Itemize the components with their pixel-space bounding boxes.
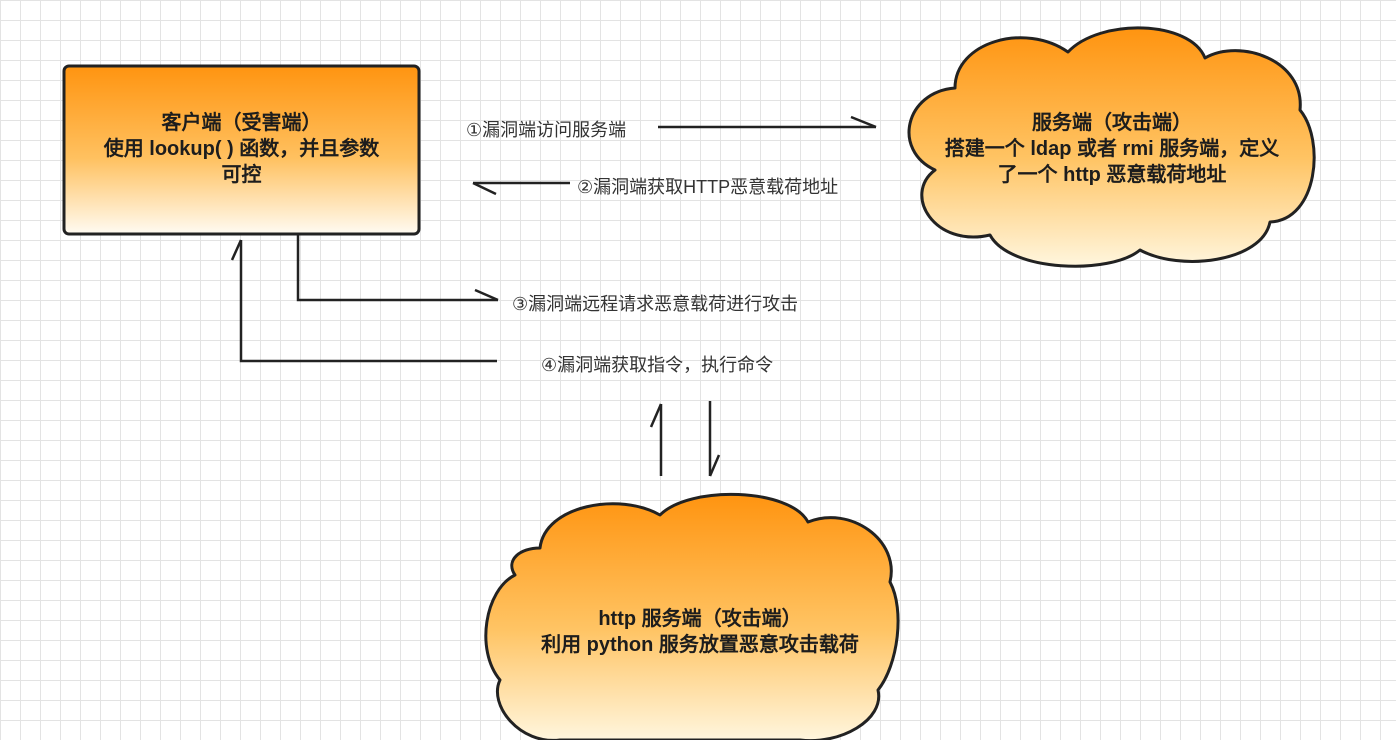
edge-step3-arrow xyxy=(296,234,499,302)
client-box-text: 客户端（受害端） 使用 lookup( ) 函数，并且参数 可控 xyxy=(64,110,419,188)
http-server-cloud-text: http 服务端（攻击端） 利用 python 服务放置恶意攻击载荷 xyxy=(490,606,910,658)
http-server-desc: 利用 python 服务放置恶意攻击载荷 xyxy=(541,634,859,656)
edge-step2-arrow xyxy=(472,181,570,196)
server-desc-line2: 了一个 http 恶意载荷地址 xyxy=(997,164,1227,186)
server-title: 服务端（攻击端） xyxy=(1032,112,1192,134)
http-server-title: http 服务端（攻击端） xyxy=(598,608,802,630)
up-arrow xyxy=(649,403,663,476)
server-cloud-text: 服务端（攻击端） 搭建一个 ldap 或者 rmi 服务端，定义 了一个 htt… xyxy=(902,110,1322,188)
edge-step3-label: ③漏洞端远程请求恶意载荷进行攻击 xyxy=(512,294,799,314)
server-cloud[interactable] xyxy=(907,26,1316,268)
client-desc-line1: 使用 lookup( ) 函数，并且参数 xyxy=(103,138,380,160)
down-arrow xyxy=(708,401,721,477)
http-server-cloud[interactable] xyxy=(484,492,900,740)
edge-step1-label: ①漏洞端访问服务端 xyxy=(466,120,627,140)
client-box[interactable] xyxy=(62,64,421,236)
edge-step4-label: ④漏洞端获取指令，执行命令 xyxy=(541,355,774,375)
edge-step1-arrow xyxy=(658,115,877,129)
edge-step2-label: ②漏洞端获取HTTP恶意载荷地址 xyxy=(577,177,839,197)
server-desc-line1: 搭建一个 ldap 或者 rmi 服务端，定义 xyxy=(944,138,1280,160)
client-title: 客户端（受害端） xyxy=(161,112,322,134)
client-desc-line2: 可控 xyxy=(221,164,262,186)
edge-step4-arrow xyxy=(230,239,497,363)
